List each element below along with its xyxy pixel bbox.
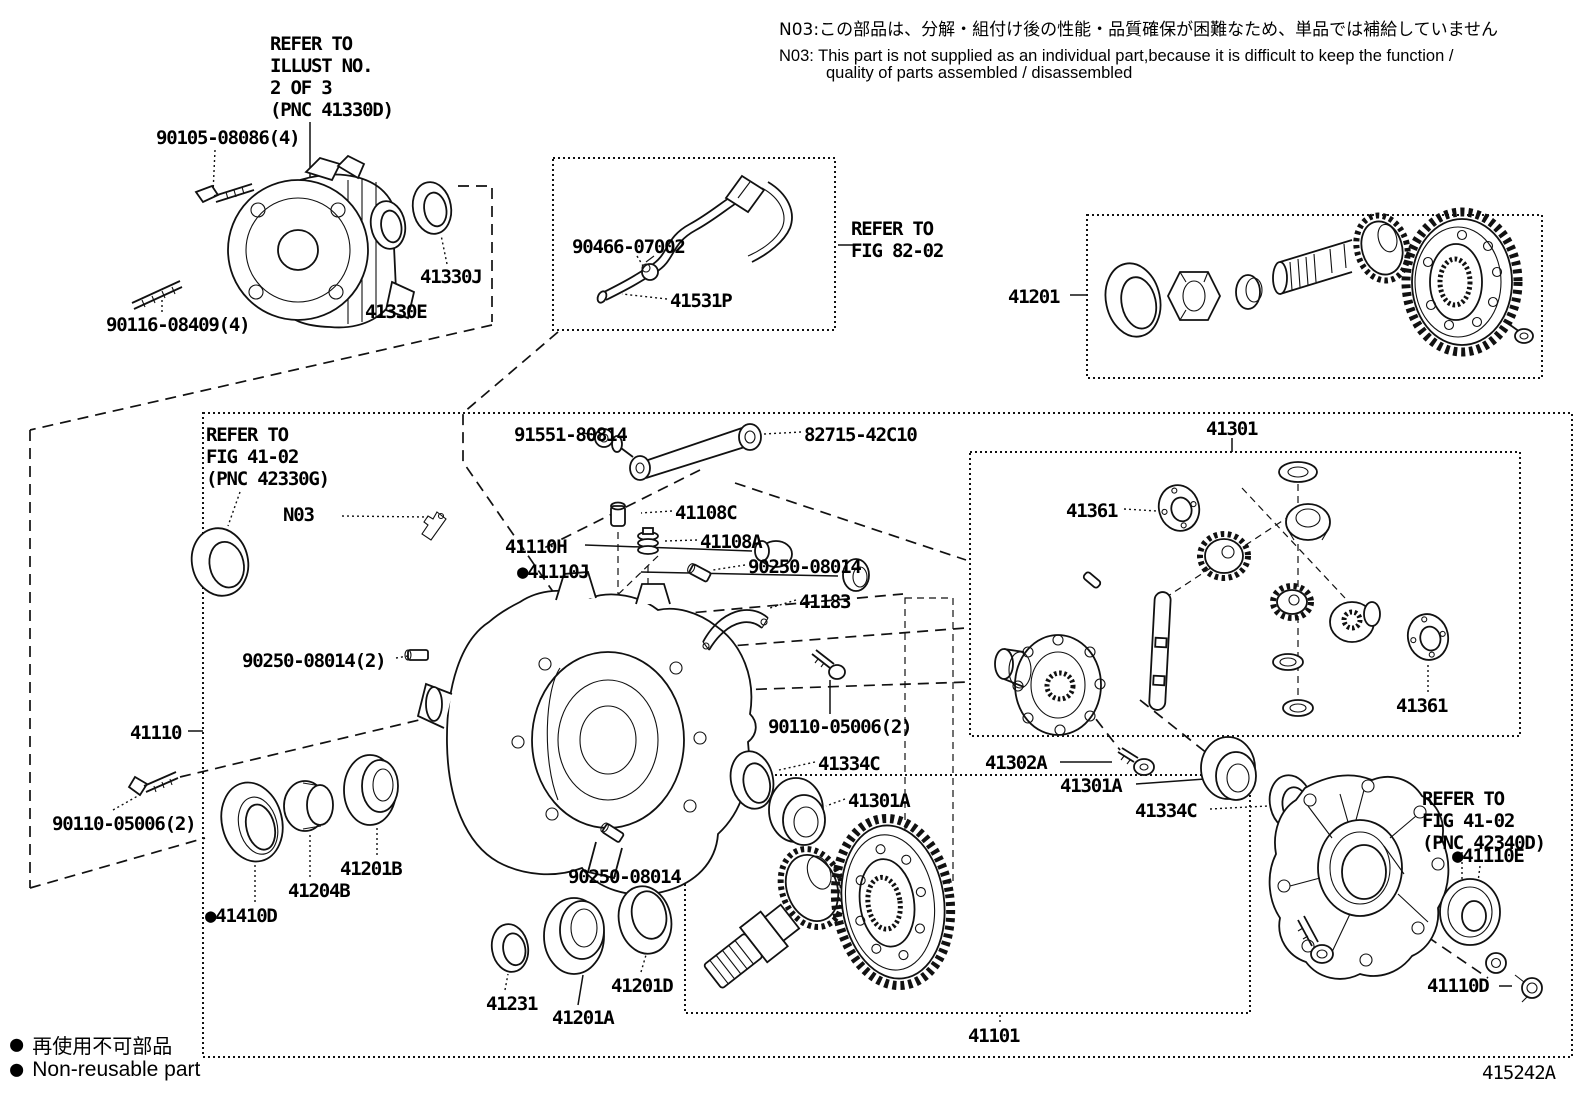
callout-refer_fig41_top: REFER TO FIG 41-02 (PNC 42330G) bbox=[206, 424, 330, 490]
extension-housing-drawing bbox=[131, 154, 453, 329]
pinion-nut-icon bbox=[1166, 271, 1222, 321]
callout-p41110D: 41110D bbox=[1427, 975, 1490, 997]
carrier-subassy-drawing bbox=[703, 750, 956, 991]
legend-row-en: ● Non-reusable part bbox=[10, 1058, 200, 1082]
differential-gear-kit-box bbox=[969, 451, 1521, 737]
stud-90116-icon bbox=[131, 280, 183, 310]
bracket-41183-icon bbox=[702, 609, 769, 651]
pin-90250-icon bbox=[687, 563, 712, 583]
callout-p41110H: 41110H bbox=[505, 536, 568, 558]
breather-hose-drawing bbox=[596, 174, 793, 304]
callout-p41531P: 41531P bbox=[670, 290, 733, 312]
callout-b90110_in: 90110-05006(2) bbox=[768, 716, 913, 738]
callout-g41301: 41301 bbox=[1206, 418, 1258, 440]
legend-label-en: Non-reusable part bbox=[32, 1058, 201, 1081]
note-japanese: N03:この部品は、分解・組付け後の性能・品質確保が困難なため、単品では補給して… bbox=[779, 20, 1499, 40]
callout-refer_fig82: REFER TO FIG 82-02 bbox=[851, 218, 944, 262]
breather-hose-box bbox=[552, 157, 836, 331]
drawing-number: 415242A bbox=[1482, 1062, 1556, 1084]
non-reusable-bullet-icon: ● bbox=[10, 1057, 24, 1082]
bolt-90105-icon bbox=[194, 184, 220, 204]
callout-b90250_a: 90250-08014 bbox=[748, 556, 862, 578]
callout-r41330E: 41330E bbox=[365, 301, 428, 323]
callout-p41302A: 41302A bbox=[985, 752, 1048, 774]
callout-p41110J: ●41110J bbox=[517, 561, 590, 583]
final-gear-kit-box bbox=[1086, 214, 1543, 379]
rear-cover-drawing bbox=[1268, 774, 1543, 1003]
callout-p41301A_r: 41301A bbox=[1060, 775, 1123, 797]
callout-refer_illust: REFER TO ILLUST NO. 2 OF 3 (PNC 41330D) bbox=[270, 33, 394, 121]
callout-p41301A_l: 41301A bbox=[848, 790, 911, 812]
callout-g41201: 41201 bbox=[1008, 286, 1060, 308]
callout-n03: N03 bbox=[283, 504, 315, 526]
note-english-line1: N03: This part is not supplied as an ind… bbox=[779, 47, 1454, 65]
callout-b90116: 90116-08409(4) bbox=[106, 314, 251, 336]
callout-p41361_t: 41361 bbox=[1066, 500, 1118, 522]
plug-41108C-icon bbox=[610, 505, 626, 527]
callout-b90466: 90466-07002 bbox=[572, 236, 686, 258]
callout-p41108A: 41108A bbox=[700, 531, 763, 553]
callout-p41108C: 41108C bbox=[675, 502, 738, 524]
legend-row-jp: ● 再使用不可部品 bbox=[10, 1030, 172, 1059]
final-gear-kit-drawing bbox=[1104, 207, 1534, 357]
callout-b90105: 90105-08086(4) bbox=[156, 127, 301, 149]
callout-p41334C_l: 41334C bbox=[818, 753, 881, 775]
callout-p41410D: ●41410D bbox=[205, 905, 278, 927]
differential-gear-kit-drawing bbox=[994, 461, 1450, 736]
carrier-subassy-box bbox=[684, 774, 1251, 1014]
callout-refer_fig41_bot: REFER TO FIG 41-02 (PNC 42340D) bbox=[1422, 788, 1546, 854]
callout-p41201D: 41201D bbox=[611, 975, 674, 997]
callout-p41101: 41101 bbox=[968, 1025, 1020, 1047]
hose-clamp-icon bbox=[641, 263, 659, 281]
oil-seal-detail-box bbox=[458, 185, 493, 322]
legend-label-jp: 再使用不可部品 bbox=[32, 1034, 173, 1058]
callout-p41361_b: 41361 bbox=[1396, 695, 1448, 717]
front-parts-drawing bbox=[127, 527, 673, 975]
callout-p41110E: ●41110E bbox=[1452, 845, 1525, 867]
non-reusable-bullet-icon: ● bbox=[10, 1031, 24, 1057]
callout-b90110_out: 90110-05006(2) bbox=[52, 813, 197, 835]
callout-p41110: 41110 bbox=[130, 722, 182, 744]
callout-p41204B: 41204B bbox=[288, 880, 351, 902]
callout-p41201B: 41201B bbox=[340, 858, 403, 880]
callout-b90250_b: 90250-08014 bbox=[568, 866, 682, 888]
callout-p41334C_r: 41334C bbox=[1135, 800, 1198, 822]
callout-r41330J: 41330J bbox=[420, 266, 483, 288]
note-english-line2: quality of parts assembled / disassemble… bbox=[826, 64, 1133, 82]
callout-b91551: 91551-80814 bbox=[514, 424, 628, 446]
carrier-case-drawing bbox=[416, 571, 757, 896]
callout-b90250_2: 90250-08014(2) bbox=[242, 650, 387, 672]
breather-hook-icon bbox=[421, 511, 447, 541]
callout-p41183: 41183 bbox=[799, 591, 851, 613]
callout-p41201A: 41201A bbox=[552, 1007, 615, 1029]
group-boxes bbox=[202, 157, 1573, 1058]
callout-b82715: 82715-42C10 bbox=[804, 424, 918, 446]
callout-p41231: 41231 bbox=[486, 993, 538, 1015]
main-assembly-box bbox=[202, 412, 1573, 1058]
case-fittings-drawing bbox=[404, 423, 870, 843]
